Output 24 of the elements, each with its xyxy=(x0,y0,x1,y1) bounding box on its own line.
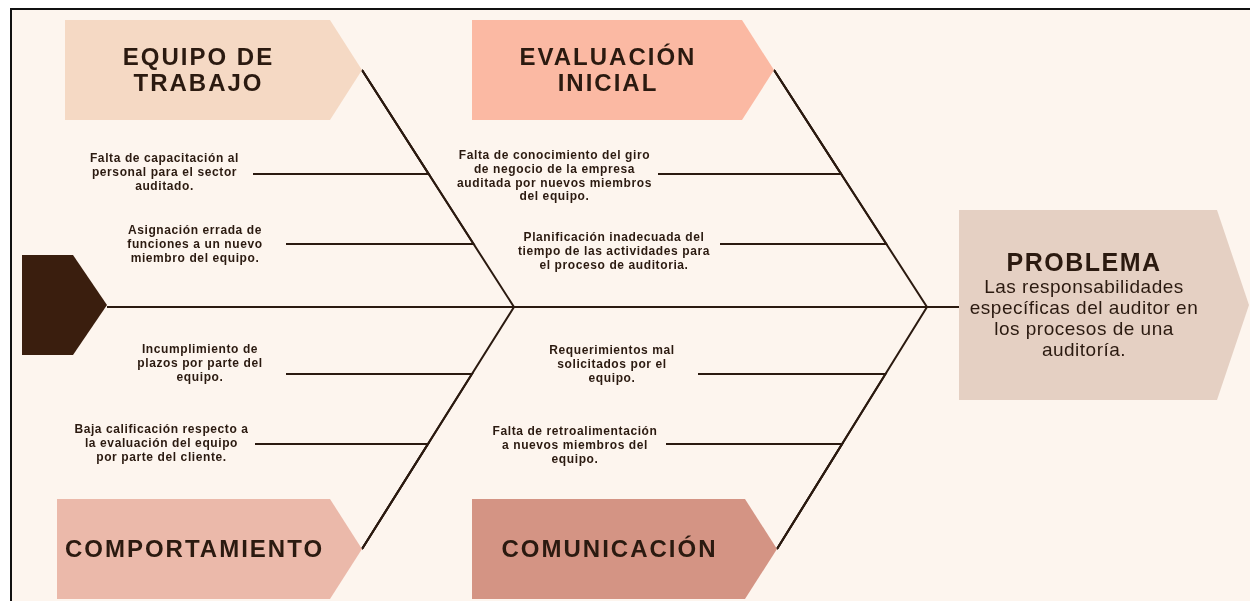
cause-bone-line xyxy=(665,443,844,550)
cause-text: Planificación inadecuada del tiempo de las actividades para el proceso de auditoria. xyxy=(514,231,714,293)
cause-bone-line xyxy=(285,69,476,245)
category-title: COMUNICACIÓN xyxy=(501,535,718,563)
cause-text: Asignación errada de funciones a un nuevo miembro del equipo. xyxy=(110,224,280,272)
category-chevron xyxy=(472,20,774,120)
category-title: EQUIPO DE TRABAJO xyxy=(121,43,276,97)
cause-text: Falta de conocimiento del giro de negocio de la empresa auditada por nuevos miembros del equipo. xyxy=(457,149,652,225)
category-chevron xyxy=(65,20,362,120)
problem-chevron xyxy=(959,210,1249,400)
cause-text: Requerimientos mal solicitados por el equipo. xyxy=(532,344,692,392)
cause-text: Incumplimiento de plazos por parte del equipo. xyxy=(120,343,280,391)
category-chevron xyxy=(57,499,362,599)
cause-bone-line xyxy=(254,443,430,550)
fish-tail-shape xyxy=(22,255,107,355)
category-title: COMPORTAMIENTO xyxy=(64,535,325,563)
problem-title: PROBLEMA xyxy=(1006,249,1162,277)
cause-text: Baja calificación respecto a la evaluación del equipo por parte del cliente. xyxy=(74,423,249,487)
problem-statement: Las responsabilidades específicas del auditor en los procesos de una auditoría. xyxy=(968,276,1200,361)
cause-text: Falta de capacitación al personal para el sector auditado. xyxy=(82,152,247,200)
cause-text: Falta de retroalimentación a nuevos miembros del equipo. xyxy=(490,425,660,489)
cause-bone-line xyxy=(719,69,889,245)
category-title: EVALUACIÓN INICIAL xyxy=(518,43,698,97)
category-chevron xyxy=(472,499,777,599)
